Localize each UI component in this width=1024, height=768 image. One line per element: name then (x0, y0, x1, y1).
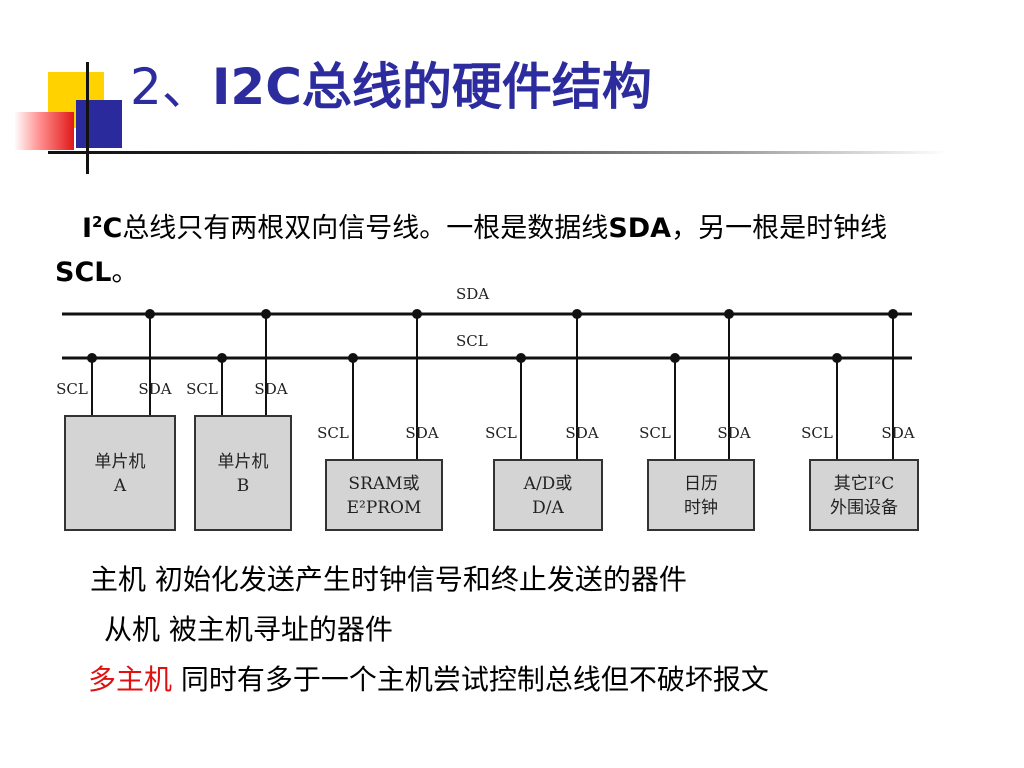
device-sda-label: SDA (254, 380, 287, 398)
device-sda-label: SDA (717, 424, 750, 442)
title-underline (48, 151, 948, 154)
scl-junction-dot (832, 353, 842, 363)
title-number: 2、 (130, 58, 212, 116)
device-label: 其它I²C (834, 474, 895, 494)
device-label: A (113, 476, 127, 496)
device-box (809, 459, 919, 531)
desc-multi-master: 同时有多于一个主机尝试控制总线但不破坏报文 (172, 663, 769, 696)
device-scl-label: SCL (801, 424, 833, 442)
device-sda-label: SDA (881, 424, 914, 442)
device-label: E²PROM (347, 498, 422, 518)
intro-superscript: 2 (92, 213, 103, 231)
device-label: D/A (532, 498, 564, 518)
device-label: SRAM或 (348, 474, 419, 494)
intro-i: I (82, 213, 93, 244)
device-label: 单片机 (218, 452, 269, 472)
device-scl-label: SCL (186, 380, 218, 398)
intro-scl: SCL (55, 257, 112, 288)
device-label: B (237, 476, 250, 496)
intro-part1: 总线只有两根双向信号线。一根是数据线 (122, 213, 609, 244)
device-label: A/D或 (523, 474, 573, 494)
device-scl-label: SCL (485, 424, 517, 442)
device-label: 时钟 (684, 498, 718, 518)
device-scl-label: SCL (317, 424, 349, 442)
intro-part2: ，另一根是时钟线 (671, 213, 888, 244)
device-box (493, 459, 603, 531)
term-slave: 从机 (104, 613, 161, 646)
device-sda-label: SDA (565, 424, 598, 442)
device-sda-label: SDA (405, 424, 438, 442)
definition-multi-master: 多主机 同时有多于一个主机尝试控制总线但不破坏报文 (88, 660, 769, 700)
intro-paragraph: I2C总线只有两根双向信号线。一根是数据线SDA，另一根是时钟线 SCL。 (55, 200, 935, 295)
sda-junction-dot (145, 309, 155, 319)
device-box (194, 415, 292, 531)
title-text: I2C总线的硬件结构 (211, 58, 652, 116)
device-box (647, 459, 755, 531)
sda-junction-dot (572, 309, 582, 319)
device-scl-label: SCL (56, 380, 88, 398)
term-master: 主机 (90, 563, 147, 596)
scl-junction-dot (348, 353, 358, 363)
scl-junction-dot (87, 353, 97, 363)
device-sda-label: SDA (138, 380, 171, 398)
device-scl-label: SCL (639, 424, 671, 442)
intro-end: 。 (111, 257, 139, 288)
decor-blue-square (76, 100, 122, 148)
slide-title: 2、I2C总线的硬件结构 (130, 52, 652, 122)
intro-sda: SDA (608, 213, 672, 244)
scl-bus-label: SCL (456, 332, 488, 350)
device-box (325, 459, 443, 531)
i2c-bus-diagram: SDA SCL SCL SDA 单片机 A SCL SDA 单片机 B SCL SDA SRAM或 E²P… (56, 285, 919, 531)
definition-slave: 从机 被主机寻址的器件 (104, 610, 393, 650)
sda-junction-dot (412, 309, 422, 319)
decor-red-gradient-bar (14, 112, 74, 150)
sda-junction-dot (724, 309, 734, 319)
device-label: 单片机 (95, 452, 146, 472)
definition-master: 主机 初始化发送产生时钟信号和终止发送的器件 (90, 560, 687, 600)
device-box (64, 415, 176, 531)
scl-junction-dot (217, 353, 227, 363)
scl-junction-dot (670, 353, 680, 363)
sda-junction-dot (261, 309, 271, 319)
decor-vertical-line (86, 62, 89, 174)
intro-c: C (102, 213, 123, 244)
scl-junction-dot (516, 353, 526, 363)
desc-master: 初始化发送产生时钟信号和终止发送的器件 (146, 563, 687, 596)
desc-slave: 被主机寻址的器件 (160, 613, 393, 646)
device-label: 日历 (684, 474, 718, 494)
sda-junction-dot (888, 309, 898, 319)
term-multi-master: 多主机 (88, 663, 173, 696)
sda-bus-label: SDA (456, 285, 489, 303)
device-label: 外围设备 (830, 498, 898, 518)
